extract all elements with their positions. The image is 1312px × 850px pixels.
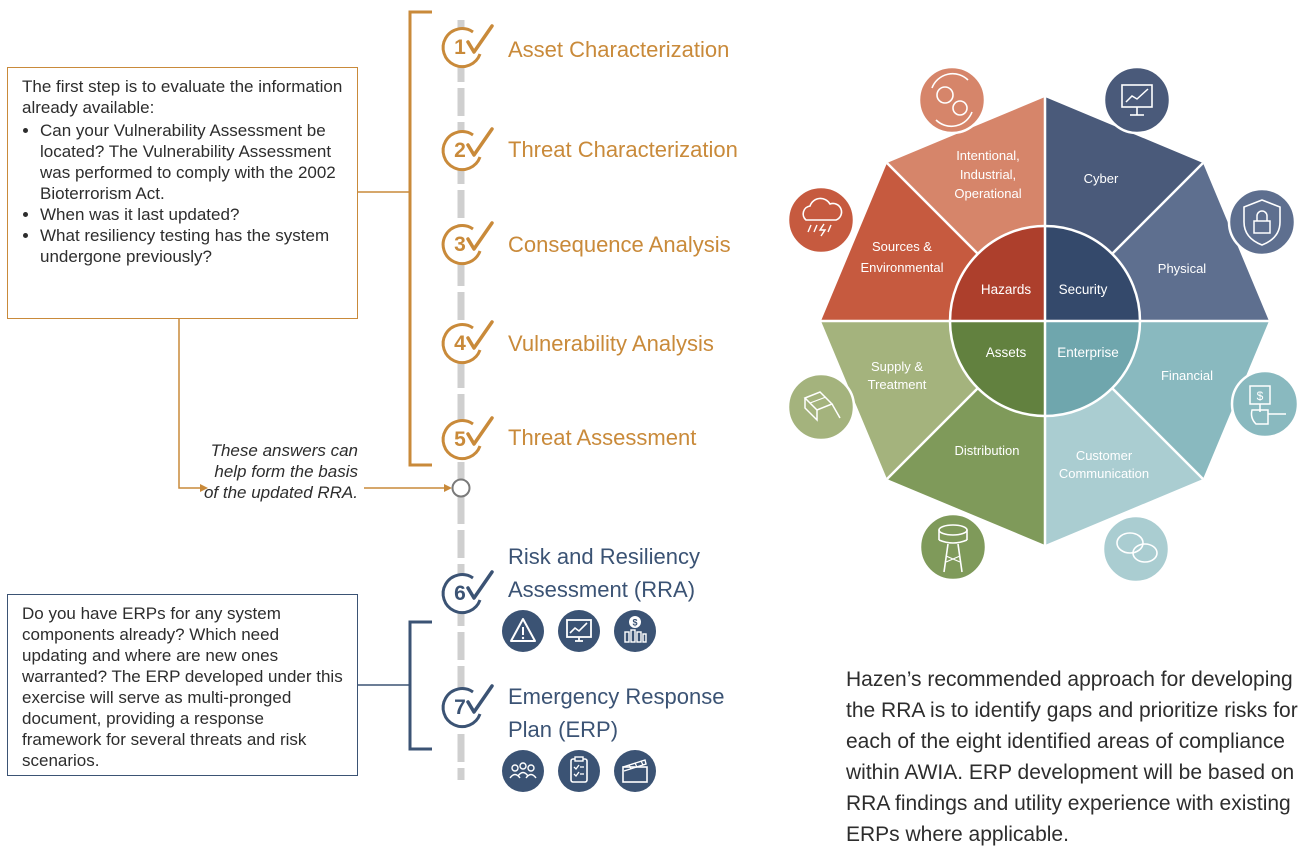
chat-bubbles-icon [1101,514,1171,584]
segment-distribution-label: Distribution [954,443,1019,458]
segment-customer-label-1: Customer [1076,448,1133,463]
storm-cloud-icon [786,185,856,255]
segment-intentional-label-2: Industrial, [960,167,1016,182]
monitor-chart-icon [558,610,600,652]
step-7-label-line1: Emergency Response [508,684,725,709]
step-badge-7: 7 [441,684,494,729]
money-chart-icon: $ [614,610,656,652]
lock-shield-icon [1227,187,1297,257]
intro-bullet: Can your Vulnerability Assessment be loc… [40,120,347,204]
step-badge-6: 6 [441,570,494,615]
intro-bullets: Can your Vulnerability Assessment be loc… [22,120,347,267]
clapperboard-icon [614,750,656,792]
erp-box-text: Do you have ERPs for any system componen… [22,604,343,770]
segment-cyber-label: Cyber [1084,171,1119,186]
step-6-label-line1: Risk and Resiliency [508,544,700,569]
erp-bracket [408,620,432,751]
step-number: 4 [454,332,466,355]
step-number: 5 [454,428,466,451]
erp-icons [502,750,656,792]
step-7-label-line2: Plan (ERP) [508,717,619,742]
intro-box: The first step is to evaluate the inform… [7,67,358,319]
water-tower-icon [918,512,988,582]
step-number: 6 [454,582,466,605]
svg-text:$: $ [1257,389,1264,403]
segment-sources-label-2: Environmental [860,260,943,275]
step-5-label: Threat Assessment [508,425,697,450]
step-badge-2: 2 [441,127,494,172]
hub-hazards [950,226,1045,321]
segment-sources-label-1: Sources & [872,239,932,254]
segment-intentional-label-3: Operational [954,186,1021,201]
erp-box: Do you have ERPs for any system componen… [7,594,358,776]
hub-security [1045,226,1140,321]
note-arrow-head [444,484,452,492]
step-badge-5: 5 [441,416,494,461]
segment-supply-label-2: Treatment [868,377,927,392]
hub-enterprise [1045,321,1140,416]
hub-assets [950,321,1045,416]
step-badges: 1 2 3 4 5 6 7 [441,24,494,729]
compliance-wheel: Hazards Security Assets Enterprise Inten… [786,65,1300,584]
segment-intentional-label-1: Intentional, [956,148,1020,163]
timeline-node [451,478,471,498]
treatment-icon [786,372,856,442]
segment-financial-label: Financial [1161,368,1213,383]
hub-assets-label: Assets [986,345,1027,360]
intro-bullet: What resiliency testing has the system u… [40,225,347,267]
segment-supply-label-1: Supply & [871,359,923,374]
step-1-label: Asset Characterization [508,37,730,62]
step-number: 3 [454,233,466,256]
svg-text:$: $ [632,618,637,628]
steps-bracket [408,10,432,467]
segment-physical-label: Physical [1158,261,1207,276]
step-badge-4: 4 [441,320,494,365]
rra-icons: $ [502,610,656,652]
step-number: 1 [454,36,466,59]
summary-text: Hazen’s recommended approach for develop… [846,668,1298,846]
step-2-label: Threat Characterization [508,137,738,162]
warning-icon [502,610,544,652]
step-4-label: Vulnerability Analysis [508,331,714,356]
step-badge-1: 1 [441,24,494,69]
step-badge-3: 3 [441,221,494,266]
intro-lead: The first step is to evaluate the inform… [22,77,343,117]
people-icon [502,750,544,792]
step-6-label-line2: Assessment (RRA) [508,577,696,602]
computer-icon [1102,65,1172,135]
note-text: These answers can help form the basis of… [203,441,358,502]
hub-security-label: Security [1059,282,1108,297]
hub-hazards-label: Hazards [981,282,1032,297]
step-3-label: Consequence Analysis [508,232,731,257]
hub-enterprise-label: Enterprise [1057,345,1119,360]
step-6-label: Risk and Resiliency Assessment (RRA) [508,540,700,606]
step-7-label: Emergency Response Plan (ERP) [508,680,724,746]
step-number: 7 [454,696,466,719]
step-number: 2 [454,139,466,162]
checklist-icon [558,750,600,792]
hand-money-icon: $ [1230,369,1300,439]
segment-customer-label-2: Communication [1059,466,1149,481]
intro-bullet: When was it last updated? [40,204,347,225]
intro-to-note-arrow [178,318,202,489]
gears-icon [917,65,987,135]
